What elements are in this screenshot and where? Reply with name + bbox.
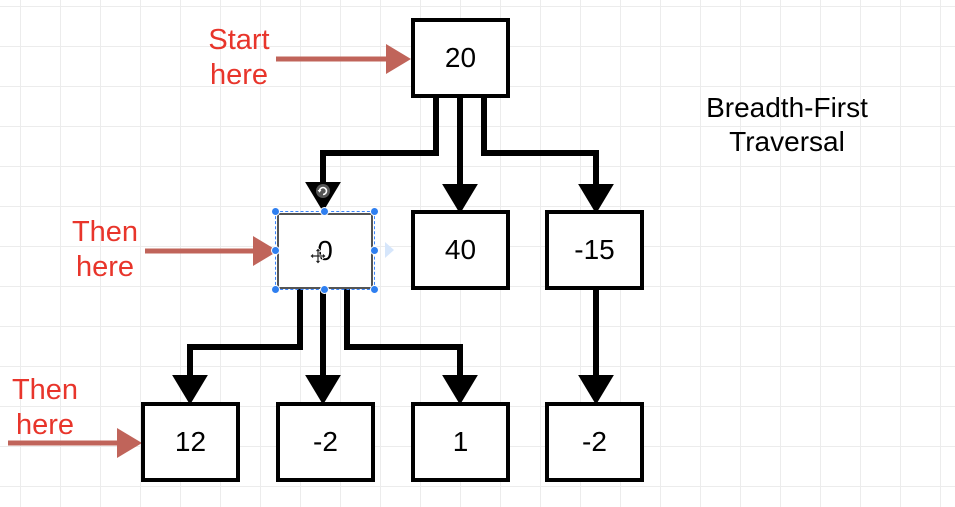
diagram-title-line1: Breadth-First — [706, 92, 868, 123]
edge-root-to-0 — [305, 98, 439, 212]
annotation-then1-line1: Then — [71, 216, 139, 248]
node-level2-d[interactable]: -2 — [545, 402, 644, 482]
annotation-start-here: Start here — [196, 23, 282, 93]
resize-handle-top-right[interactable] — [370, 207, 379, 216]
edge-0-to-12 — [172, 289, 303, 405]
annotation-start-line2: here — [209, 59, 269, 91]
node-level2-c[interactable]: 1 — [411, 402, 510, 482]
edge-0-to-1 — [344, 289, 478, 405]
annotation-start-line1: Start — [208, 24, 270, 56]
edge-root-to-neg15 — [481, 98, 614, 214]
node-level1-a-value: 0 — [317, 235, 333, 266]
node-level1-b-value: 40 — [444, 234, 477, 265]
node-level2-a-value: 12 — [174, 426, 207, 457]
annotation-then1-line2: here — [75, 251, 135, 283]
node-level1-a[interactable]: 0 — [277, 213, 373, 289]
resize-handle-bottom[interactable] — [320, 285, 329, 294]
resize-handle-right[interactable] — [370, 246, 379, 255]
connection-hint-icon — [385, 242, 394, 258]
annotation-then2-line1: Then — [11, 374, 79, 406]
node-level1-c-value: -15 — [574, 234, 615, 265]
resize-handle-top-left[interactable] — [271, 207, 280, 216]
node-root[interactable]: 20 — [411, 18, 510, 98]
annotation-then2-line2: here — [15, 409, 75, 441]
node-level2-a[interactable]: 12 — [141, 402, 240, 482]
rotate-handle-icon[interactable] — [315, 183, 331, 199]
diagram-title-line2: Traversal — [729, 126, 845, 157]
annotation-then-here-1: Then here — [60, 215, 150, 285]
node-root-value: 20 — [444, 42, 477, 73]
node-level2-d-value: -2 — [582, 426, 607, 457]
node-level2-b-value: -2 — [313, 426, 338, 457]
move-cursor-icon — [309, 247, 327, 265]
node-level1-c[interactable]: -15 — [545, 210, 644, 290]
diagram-title: Breadth-First Traversal — [680, 91, 894, 159]
resize-handle-bottom-left[interactable] — [271, 285, 280, 294]
node-level2-b[interactable]: -2 — [276, 402, 375, 482]
annotation-then-here-2: Then here — [2, 373, 88, 443]
resize-handle-bottom-right[interactable] — [370, 285, 379, 294]
node-level1-b[interactable]: 40 — [411, 210, 510, 290]
resize-handle-left[interactable] — [271, 246, 280, 255]
resize-handle-top[interactable] — [320, 207, 329, 216]
node-level2-c-value: 1 — [452, 426, 469, 457]
